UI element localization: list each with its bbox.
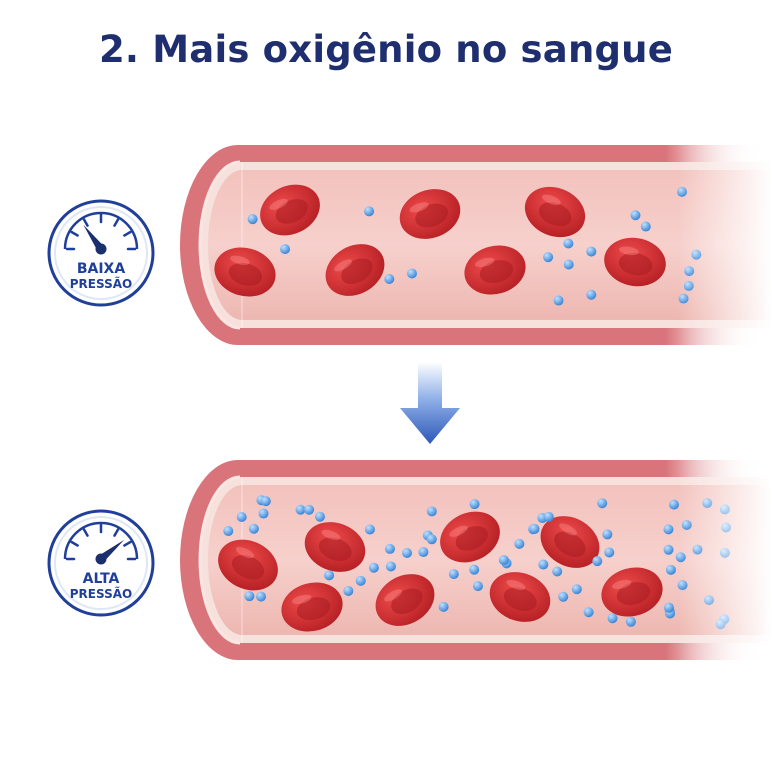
oxygen-molecule-icon — [538, 559, 549, 570]
red-blood-cell-icon — [540, 516, 600, 568]
pressure-gauge-icon — [47, 509, 155, 617]
gauge-label-line2: PRESSÃO — [69, 587, 133, 601]
oxygen-molecule-icon — [418, 547, 429, 558]
oxygen-molecule-icon — [602, 529, 613, 540]
oxygen-molecule-icon — [368, 562, 379, 573]
oxygen-molecule-icon — [586, 289, 597, 300]
red-blood-cell-icon — [440, 511, 500, 563]
gauge-label-line2: PRESSÃO — [69, 277, 133, 291]
red-blood-cell-icon — [304, 522, 366, 572]
red-blood-cell-icon — [399, 189, 461, 239]
oxygen-molecule-icon — [258, 508, 269, 519]
oxygen-molecule-icon — [260, 496, 271, 507]
pressure-gauge-icon — [47, 199, 155, 307]
gauge-high-pressure: ALTA PRESSÃO — [46, 498, 156, 628]
oxygen-molecule-icon — [543, 511, 554, 522]
red-blood-cell-icon — [281, 582, 343, 632]
oxygen-molecule-icon — [406, 268, 417, 279]
red-blood-cell-icon — [601, 567, 663, 617]
vessel-illustration — [180, 455, 772, 665]
oxygen-molecule-icon — [668, 499, 679, 510]
oxygen-molecule-icon — [583, 607, 594, 618]
red-blood-cell-icon — [524, 186, 586, 238]
oxygen-molecule-icon — [244, 591, 255, 602]
oxygen-molecule-icon — [402, 547, 413, 558]
oxygen-molecule-icon — [563, 238, 574, 249]
gauge-label: ALTA PRESSÃO — [46, 572, 156, 602]
red-blood-cell-icon — [260, 184, 320, 236]
oxygen-molecule-icon — [324, 570, 335, 581]
red-blood-cell-icon — [325, 244, 385, 296]
oxygen-molecule-icon — [472, 581, 483, 592]
oxygen-molecule-icon — [247, 214, 258, 225]
oxygen-molecule-icon — [665, 564, 676, 575]
oxygen-molecule-icon — [343, 585, 354, 596]
oxygen-molecule-icon — [256, 591, 267, 602]
oxygen-molecule-icon — [448, 569, 459, 580]
oxygen-molecule-icon — [384, 274, 395, 285]
oxygen-molecule-icon — [438, 601, 449, 612]
oxygen-molecule-icon — [469, 499, 480, 510]
red-blood-cell-icon — [489, 572, 551, 622]
red-blood-cell-icon — [464, 245, 526, 295]
oxygen-molecule-icon — [280, 244, 291, 255]
oxygen-molecule-icon — [248, 523, 259, 534]
vessel-illustration — [180, 140, 772, 350]
down-arrow-icon — [398, 362, 462, 450]
oxygen-molecule-icon — [543, 252, 554, 263]
oxygen-molecule-icon — [553, 295, 564, 306]
page-title: 2. Mais oxigênio no sangue — [98, 28, 674, 71]
oxygen-molecule-icon — [563, 259, 574, 270]
oxygen-molecule-icon — [663, 524, 674, 535]
blood-vessel-low-oxygen — [178, 140, 772, 350]
oxygen-molecule-icon — [364, 524, 375, 535]
oxygen-molecule-icon — [385, 561, 396, 572]
oxygen-molecule-icon — [604, 547, 615, 558]
oxygen-molecule-icon — [295, 504, 306, 515]
oxygen-molecule-icon — [607, 613, 618, 624]
oxygen-molecule-icon — [586, 246, 597, 257]
oxygen-molecule-icon — [663, 602, 674, 613]
gauge-label-line1: BAIXA — [76, 261, 126, 277]
oxygen-molecule-icon — [597, 498, 608, 509]
oxygen-molecule-icon — [426, 506, 437, 517]
oxygen-molecule-icon — [314, 511, 325, 522]
oxygen-molecule-icon — [355, 575, 366, 586]
red-blood-cell-icon — [214, 247, 276, 297]
oxygen-molecule-icon — [558, 591, 569, 602]
red-blood-cell-icon — [375, 574, 435, 626]
oxygen-molecule-icon — [625, 616, 636, 627]
oxygen-molecule-icon — [663, 544, 674, 555]
oxygen-molecule-icon — [469, 564, 480, 575]
red-blood-cell-icon — [218, 539, 278, 591]
oxygen-molecule-icon — [630, 210, 641, 221]
oxygen-molecule-icon — [364, 206, 375, 217]
oxygen-molecule-icon — [592, 556, 603, 567]
oxygen-molecule-icon — [223, 526, 234, 537]
gauge-low-pressure: BAIXA PRESSÃO — [46, 188, 156, 318]
oxygen-molecule-icon — [498, 555, 509, 566]
oxygen-molecule-icon — [236, 511, 247, 522]
gauge-label: BAIXA PRESSÃO — [46, 262, 156, 292]
red-blood-cell-icon — [604, 237, 666, 287]
oxygen-molecule-icon — [304, 504, 315, 515]
oxygen-molecule-icon — [426, 534, 437, 545]
oxygen-molecule-icon — [384, 543, 395, 554]
oxygen-molecule-icon — [514, 538, 525, 549]
oxygen-molecule-icon — [571, 584, 582, 595]
gauge-label-line1: ALTA — [82, 571, 120, 587]
blood-vessel-high-oxygen — [178, 455, 772, 665]
oxygen-molecule-icon — [529, 523, 540, 534]
oxygen-molecule-icon — [640, 221, 651, 232]
oxygen-molecule-icon — [552, 566, 563, 577]
